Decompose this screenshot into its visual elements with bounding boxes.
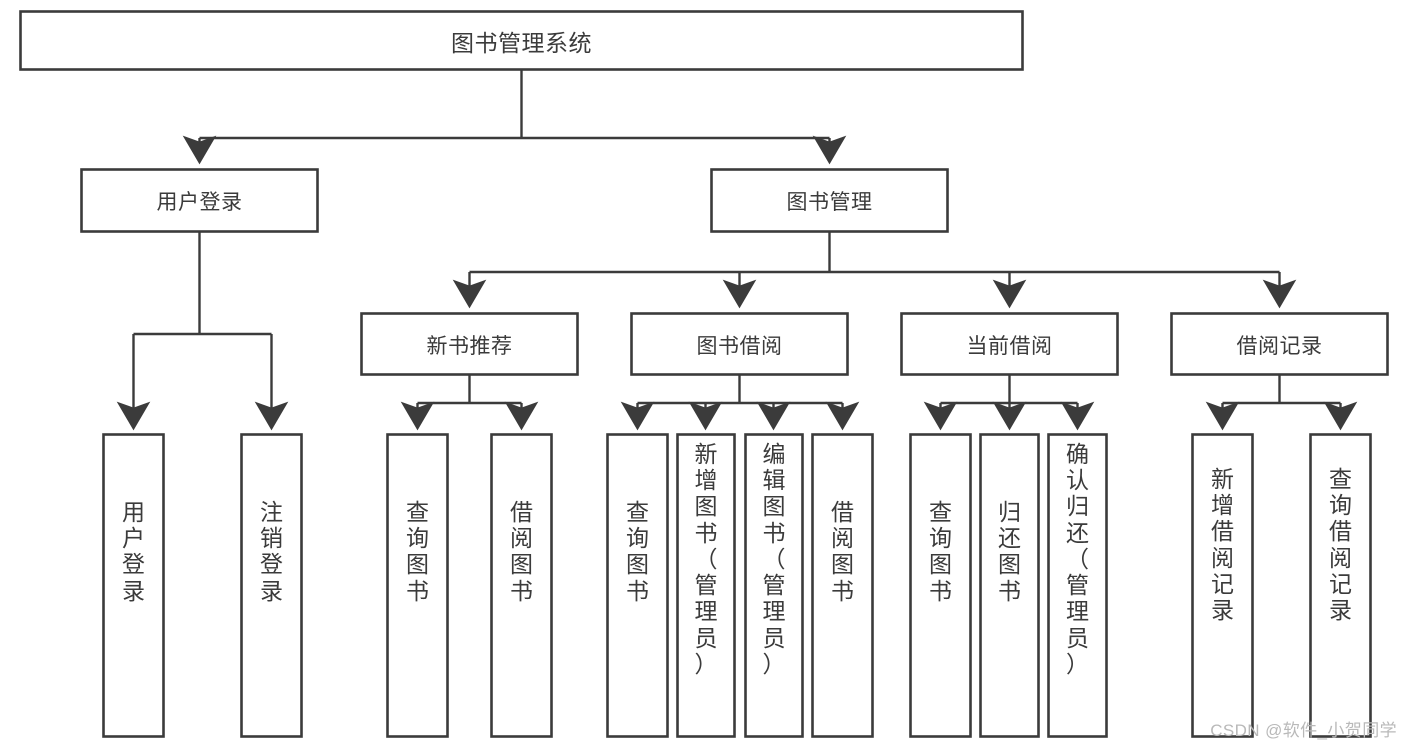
leaf-box-book-borrow-1[interactable] <box>606 433 669 738</box>
connector-group-current-borrow <box>923 375 1095 431</box>
leaf-box-new-book-2[interactable] <box>490 433 553 738</box>
connector-group-root <box>182 70 847 165</box>
leaf-box-new-book-1[interactable] <box>386 433 449 738</box>
leaf-box-user-login-1[interactable] <box>102 433 165 738</box>
node-borrow-record-box[interactable] <box>1170 312 1389 376</box>
node-book-manage-box[interactable] <box>710 168 949 233</box>
leaf-box-borrow-record-2[interactable] <box>1309 433 1372 738</box>
leaf-box-book-borrow-2[interactable] <box>676 433 736 738</box>
node-book-borrow-box[interactable] <box>630 312 849 376</box>
leaf-box-current-borrow-1[interactable] <box>909 433 972 738</box>
connector-group-book-borrow <box>620 375 860 431</box>
leaf-box-borrow-record-1[interactable] <box>1191 433 1254 738</box>
leaf-box-book-borrow-3[interactable] <box>744 433 804 738</box>
node-new-book-box[interactable] <box>360 312 579 376</box>
csdn-watermark: CSDN @软件_小贺同学 <box>1210 721 1397 740</box>
leaf-box-current-borrow-2[interactable] <box>979 433 1040 738</box>
node-current-borrow-box[interactable] <box>900 312 1119 376</box>
node-user-login-box[interactable] <box>80 168 319 233</box>
connector-group-new-book <box>400 375 539 431</box>
leaf-box-current-borrow-3[interactable] <box>1047 433 1108 738</box>
connector-group-book-manage <box>452 232 1297 309</box>
node-root-box[interactable] <box>19 10 1024 71</box>
connector-group-borrow-record <box>1205 375 1358 431</box>
connector-group-user-login <box>116 232 289 431</box>
leaf-box-user-login-2[interactable] <box>240 433 303 738</box>
leaf-box-book-borrow-4[interactable] <box>811 433 874 738</box>
